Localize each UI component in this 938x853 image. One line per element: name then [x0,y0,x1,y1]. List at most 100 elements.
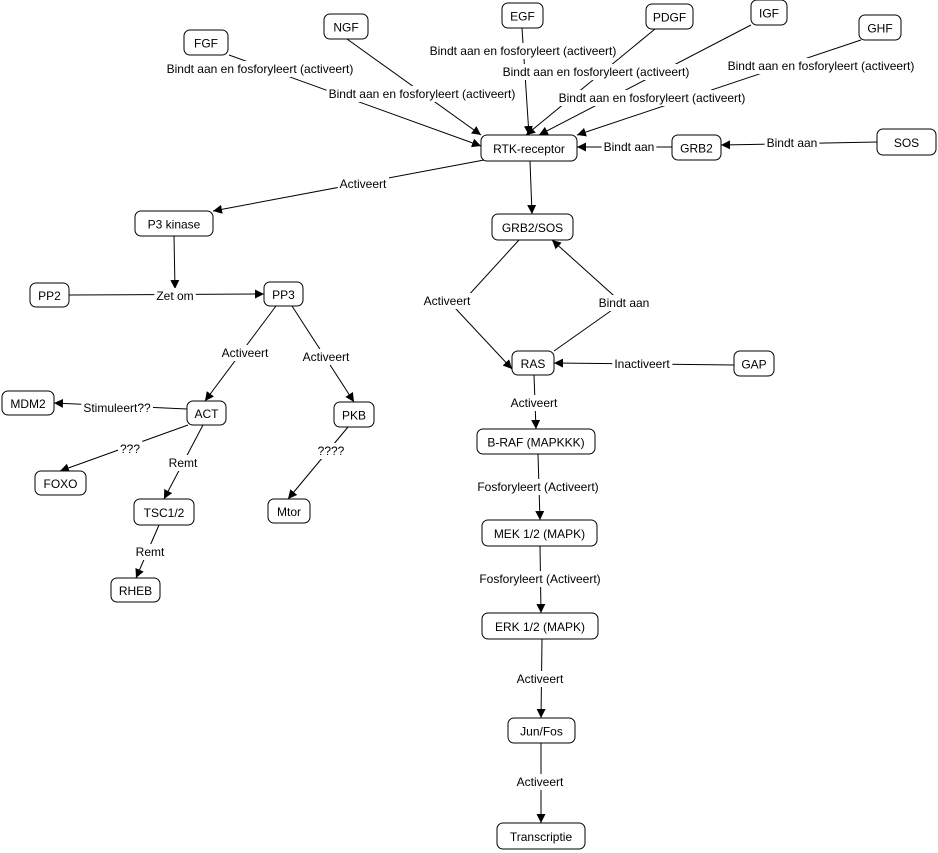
node-label: NGF [333,21,358,35]
node-rtk[interactable]: RTK-receptor [480,134,578,162]
node-act[interactable]: ACT [186,400,227,426]
edge-label-text: Activeert [222,346,269,360]
edge-label-text: Bindt aan en fosforyleert (activeert) [728,59,915,73]
node-label: MEK 1/2 (MAPK) [494,527,585,541]
node-box [476,428,596,455]
node-box [491,213,574,241]
edge-label-background [596,295,652,311]
node-ghf[interactable]: GHF [858,14,902,41]
node-label: PDGF [653,11,686,25]
node-transcriptie[interactable]: Transcriptie [496,822,586,850]
edge-pkb-mtor [287,426,349,500]
node-mdm2[interactable]: MDM2 [1,390,55,416]
node-mtor[interactable]: Mtor [267,498,311,524]
edge-label-mek-erk: Fosforyleert (Activeert) [477,571,603,587]
node-label: PP2 [38,289,61,303]
edge-label-text: Bindt aan [604,140,655,154]
edge-label-text: Bindt aan en fosforyleert (activeert) [503,65,690,79]
node-box [333,401,375,428]
edge-label-text: Fosforyleert (Activeert) [477,480,598,494]
node-label: P3 kinase [148,218,201,232]
edge-label-background [315,443,347,459]
edge-label-act-tsc: Remt [166,455,200,471]
node-grb2sos[interactable]: GRB2/SOS [491,213,574,241]
edge-label-text: Activeert [303,350,350,364]
node-box [511,350,555,376]
edge-label-text: Activeert [424,294,471,308]
edge-label-background [164,61,356,77]
edge-label-background [133,544,167,560]
node-junfos[interactable]: Jun/Fos [507,717,576,744]
node-box [858,14,902,41]
edge-ghf-rtk [576,39,862,137]
edge-label-act-mdm2: Stimuleert?? [81,400,154,416]
node-braf[interactable]: B-RAF (MAPKKK) [476,428,596,455]
node-box [267,498,311,524]
node-pp3[interactable]: PP3 [263,281,304,307]
node-label: TSC1/2 [144,506,185,520]
node-foxo[interactable]: FOXO [34,470,87,496]
edge-label-text: Zet om [156,289,193,303]
node-box [110,577,161,603]
node-ras[interactable]: RAS [511,350,555,376]
node-pdgf[interactable]: PDGF [645,3,694,30]
node-label: RHEB [119,584,152,598]
node-box [186,400,227,426]
edge-label-background [427,43,619,59]
edge-label-background [166,455,200,471]
edge-label-background [475,479,601,495]
node-igf[interactable]: IGF [750,0,788,26]
edge-label-text: Inactiveert [614,357,670,371]
node-label: PKB [342,409,366,423]
node-tsc[interactable]: TSC1/2 [133,498,195,526]
edge-label-pkb-mtor: ???? [315,443,347,459]
node-box [480,134,578,162]
node-box [481,519,598,547]
node-fgf[interactable]: FGF [183,29,229,56]
edge-label-background [764,135,820,151]
edge-label-text: Activeert [517,672,564,686]
node-mek[interactable]: MEK 1/2 (MAPK) [481,519,598,547]
edge-label-background [514,774,567,790]
node-box [34,470,87,496]
edge-label-background [514,671,567,687]
edge-label-background [154,288,196,304]
node-grb2[interactable]: GRB2 [671,134,722,161]
edge-label-sos-grb2: Bindt aan [764,135,820,151]
node-pp2[interactable]: PP2 [29,282,70,308]
edge-label-grb2sos-ras: Activeert [421,293,474,309]
edge-label-text: Remt [136,545,165,559]
node-label: Jun/Fos [520,725,563,739]
node-gap[interactable]: GAP [733,350,775,377]
edge-label-text: Bindt aan [767,136,818,150]
edge-label-background [337,176,390,192]
node-p3k[interactable]: P3 kinase [134,210,214,237]
node-egf[interactable]: EGF [501,2,544,29]
node-sos[interactable]: SOS [876,128,937,156]
node-label: SOS [894,136,919,150]
node-rheb[interactable]: RHEB [110,577,161,603]
node-pkb[interactable]: PKB [333,401,375,428]
node-label: IGF [759,7,779,21]
edge-label-erk-junfos: Activeert [514,671,567,687]
node-box [133,498,195,526]
edge-label-text: Bindt aan [599,296,650,310]
node-label: ERK 1/2 (MAPK) [495,620,585,634]
edge-label-background [725,58,917,74]
node-label: RAS [521,357,546,371]
edge-label-text: Bindt aan en fosforyleert (activeert) [559,91,746,105]
node-erk[interactable]: ERK 1/2 (MAPK) [481,612,599,640]
edge-label-layer: Bindt aan en fosforyleert (activeert) Bin… [81,43,917,790]
edge-label-background [300,349,353,365]
node-ngf[interactable]: NGF [323,13,369,40]
node-box [134,210,214,237]
node-box [733,350,775,377]
node-label: GRB2/SOS [502,221,563,235]
edge-label-tsc-rheb: Remt [133,544,167,560]
edge-pdgf-rtk [525,28,656,136]
edge-label-igf-rtk: Bindt aan en fosforyleert (activeert) [556,90,748,106]
node-label: GHF [867,22,892,36]
node-box [481,612,599,640]
